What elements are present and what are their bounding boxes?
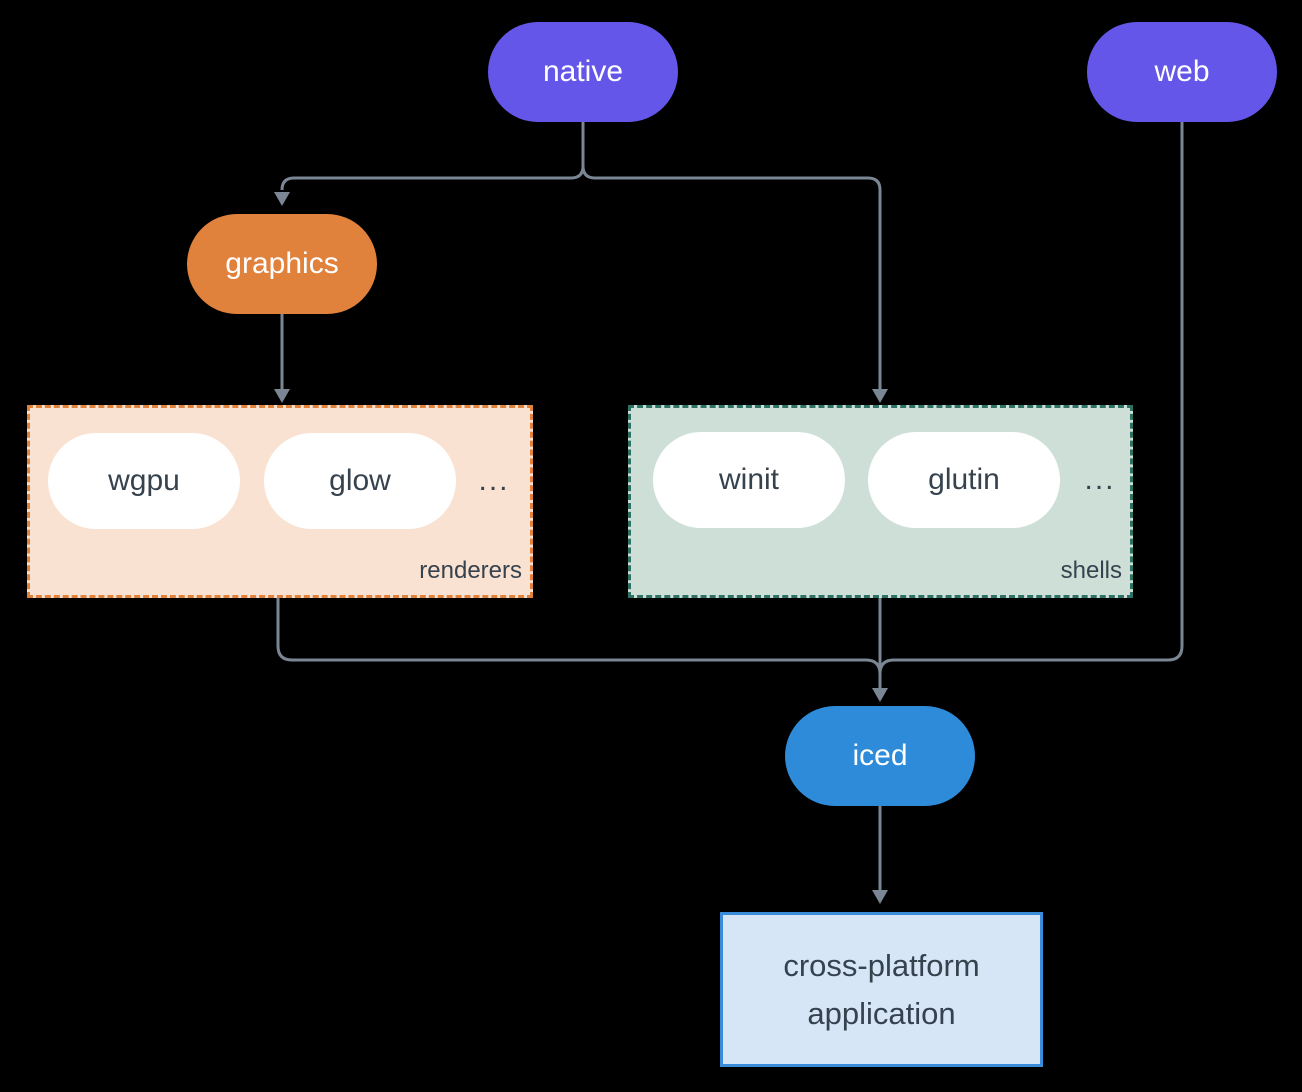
- node-native: native: [488, 22, 678, 122]
- arrowhead-application: [872, 890, 888, 904]
- arrowhead-iced: [872, 688, 888, 702]
- node-iced-label: iced: [852, 739, 908, 772]
- renderers-ellipsis: ...: [478, 464, 510, 497]
- edge-renderers-iced: [276, 598, 882, 688]
- chip-wgpu: wgpu: [48, 433, 240, 529]
- chip-winit-label: winit: [718, 463, 779, 496]
- node-iced: iced: [785, 706, 975, 806]
- node-application-label: cross-platform application: [783, 947, 980, 1031]
- arrowhead-graphics: [274, 192, 290, 206]
- chip-glutin: glutin: [868, 432, 1060, 528]
- arrowhead-renderers: [274, 389, 290, 403]
- renderers-group-label: renderers: [419, 557, 522, 584]
- shells-group-label: shells: [1060, 557, 1122, 584]
- shells-ellipsis: ...: [1084, 463, 1116, 496]
- chip-wgpu-label: wgpu: [108, 464, 180, 497]
- node-web: web: [1087, 22, 1277, 122]
- chip-winit: winit: [653, 432, 845, 528]
- node-application: cross-platform application: [720, 912, 1043, 1067]
- node-graphics: graphics: [187, 214, 377, 314]
- arrowhead-shells: [872, 389, 888, 403]
- node-graphics-label: graphics: [225, 247, 339, 280]
- edge-native-graphics: [280, 122, 585, 191]
- chip-glow: glow: [264, 433, 456, 529]
- edge-native-shells: [581, 122, 882, 389]
- node-web-label: web: [1154, 55, 1210, 88]
- chip-glow-label: glow: [329, 464, 391, 497]
- node-native-label: native: [542, 55, 624, 88]
- chip-glutin-label: glutin: [928, 463, 1000, 496]
